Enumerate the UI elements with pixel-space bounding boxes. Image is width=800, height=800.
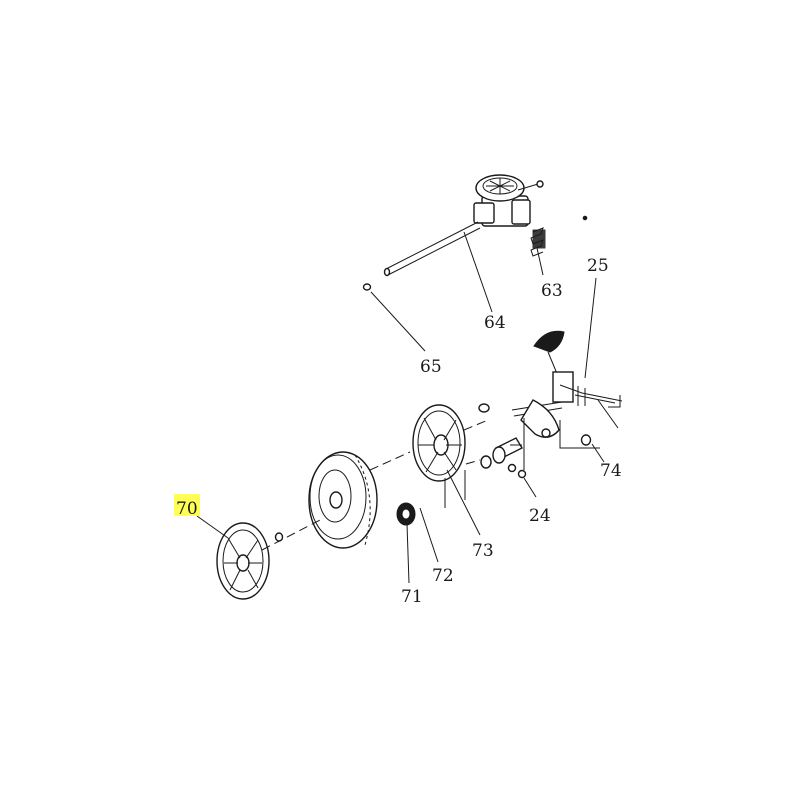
part-label-25: 25 — [587, 256, 609, 276]
drive-axle — [383, 221, 481, 277]
part-label-24: 24 — [529, 506, 551, 526]
part-label-70: 70 — [176, 499, 198, 519]
part-label-65: 65 — [420, 357, 442, 377]
leader-lines — [196, 231, 605, 584]
part-label-73: 73 — [472, 541, 494, 561]
part-label-64: 64 — [484, 313, 506, 333]
wheel-hub-disc — [412, 404, 466, 482]
drive-gear — [396, 502, 416, 526]
wheel-cap-disc — [216, 522, 270, 600]
label-highlight — [174, 494, 200, 516]
nut-part — [580, 434, 592, 446]
bushing-parts — [478, 403, 527, 479]
gearbox-housing — [473, 174, 544, 227]
spring-part — [530, 227, 546, 257]
part-label-63: 63 — [541, 281, 563, 301]
part-label-74: 74 — [600, 461, 622, 481]
small-pin — [582, 215, 588, 221]
assembly-axis-lines — [261, 395, 621, 551]
rear-wheel — [308, 451, 378, 549]
part-label-71: 71 — [401, 587, 423, 607]
part-label-72: 72 — [432, 566, 454, 586]
height-adjuster-lever — [511, 330, 623, 438]
clip-part — [362, 283, 372, 291]
